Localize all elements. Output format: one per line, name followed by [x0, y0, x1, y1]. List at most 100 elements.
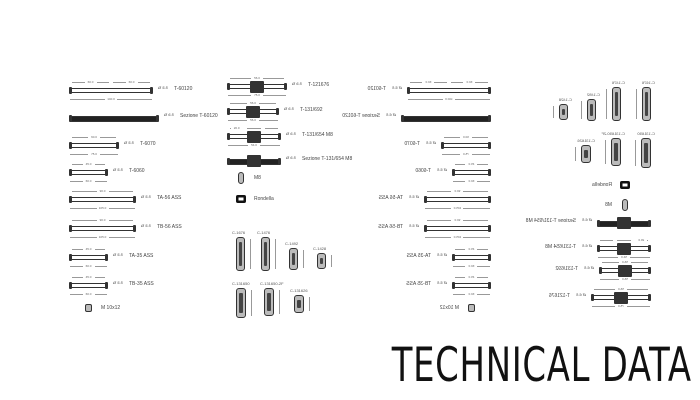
- rod-section: [402, 116, 490, 122]
- dimension-line: [250, 239, 251, 269]
- dimension-top: 45.0: [72, 247, 105, 251]
- rod-body: [69, 169, 108, 176]
- diameter-label: Ø 5.5: [392, 85, 402, 90]
- dimension-bottom: 75.0: [228, 93, 286, 97]
- connector-drawing: C-1492: [285, 241, 325, 277]
- connector-icon: [611, 138, 621, 166]
- page-title: TECHNICAL DATA: [391, 338, 692, 393]
- part-label: C-1676: [641, 80, 655, 85]
- rod-hub: [250, 81, 264, 93]
- dimension-top: [247, 128, 261, 129]
- dimension-bottom: 60.0: [453, 292, 490, 296]
- rod-hub: [617, 217, 631, 229]
- dimension-value: 105.0: [451, 206, 464, 210]
- part-label: Rondella: [592, 182, 612, 188]
- dimension-line: [636, 89, 637, 119]
- dimension-value: 45.0: [465, 275, 478, 279]
- connector-drawing: C-131650: [232, 281, 272, 325]
- part-label: T-6060: [415, 168, 431, 174]
- dimension-value: 60.0: [463, 80, 476, 84]
- dimension-bottom: 60.0: [453, 179, 490, 183]
- dimension-value: 45.0: [82, 275, 95, 279]
- dimension-value: 56.0: [619, 260, 631, 264]
- dimension-line: [251, 290, 252, 316]
- dimension-value: 75.0: [88, 152, 100, 156]
- dimension-bottom: 140.0: [408, 97, 490, 101]
- dimension-line: [553, 106, 554, 118]
- diameter-label: Ø 6.5: [584, 265, 594, 270]
- part-label: TA-35 ASS: [406, 253, 431, 259]
- dimension-value: 90.0: [451, 218, 464, 222]
- diameter-label: Ø 5.5: [437, 167, 447, 172]
- diameter-label: Ø 5.5: [141, 194, 151, 199]
- part-label: TB-35 ASS: [129, 281, 154, 287]
- dimension-value: 90.0: [96, 189, 109, 193]
- washer-icon: [236, 195, 246, 203]
- part-label: T-6060: [129, 168, 145, 174]
- dimension-value: 45.0: [82, 247, 95, 251]
- connector-icon: [559, 104, 568, 120]
- dimension-top: 56.0: [230, 101, 276, 105]
- part-label: C-1476: [611, 80, 625, 85]
- dimension-bottom: 75.0: [442, 152, 490, 156]
- dimension-bottom: 105.0: [70, 235, 135, 239]
- part-label: Sezione T-131/654 M8: [302, 156, 353, 162]
- dimension-bottom: 105.0: [425, 206, 490, 210]
- rod-body: [69, 225, 136, 232]
- dimension-value: 56.0: [247, 118, 259, 122]
- rod-hub: [247, 155, 261, 167]
- connector-icon: [261, 237, 270, 271]
- bolt-icon: [622, 199, 628, 211]
- part-label: C-131626: [577, 138, 595, 143]
- diameter-label: Ø 5.5: [141, 223, 151, 228]
- part-label: T-121676: [308, 82, 330, 88]
- dimension-value: 56.0: [619, 277, 631, 281]
- rod-body: [453, 255, 490, 260]
- dimension-bottom: 75.0: [592, 304, 650, 308]
- dimension-line: [303, 250, 304, 268]
- rod-body: [69, 142, 119, 149]
- rod-body: [425, 197, 490, 202]
- dimension-value: 45.0: [82, 162, 95, 166]
- dimension-value: 60.0: [88, 135, 100, 139]
- dimension-top: 45.0: [72, 162, 105, 166]
- dimension-top: 90.0: [72, 189, 133, 193]
- rod-body: [69, 87, 153, 94]
- rod-body: [69, 196, 136, 203]
- diameter-label: Ø 5.5: [113, 167, 123, 172]
- screw-drawing: M 10x12: [415, 302, 475, 316]
- connector-icon: [289, 248, 298, 270]
- part-label: C-131626: [290, 288, 308, 293]
- dimension-line: [309, 297, 310, 311]
- dimension-top: 56.0: [594, 287, 648, 291]
- part-label: TB-35 ASS: [406, 281, 431, 287]
- connector-icon: [581, 145, 591, 163]
- dimension-top: [600, 240, 614, 241]
- connector-icon: [264, 288, 274, 316]
- part-label: M 10x12: [439, 305, 459, 311]
- dimension-line: [275, 239, 276, 269]
- part-label: Rondella: [254, 196, 274, 202]
- diameter-label: Ø 5.5: [437, 280, 447, 285]
- rod-hub: [614, 292, 628, 304]
- dimension-value: 56.0: [251, 76, 263, 80]
- screw-icon: [468, 304, 475, 312]
- diameter-label: Ø 6.5: [582, 243, 592, 248]
- part-label: C-1676: [232, 230, 246, 235]
- part-label: C-131650: [232, 281, 250, 286]
- dimension-bottom: 54.0: [228, 143, 280, 147]
- rod-hub: [246, 106, 260, 118]
- dimension-top: 56.0: [602, 260, 648, 264]
- washer-icon: [620, 181, 630, 189]
- dimension-bottom: 54.0: [598, 255, 650, 259]
- connector-drawing: C-1676: [232, 230, 272, 278]
- part-label: M 10x12: [101, 305, 121, 311]
